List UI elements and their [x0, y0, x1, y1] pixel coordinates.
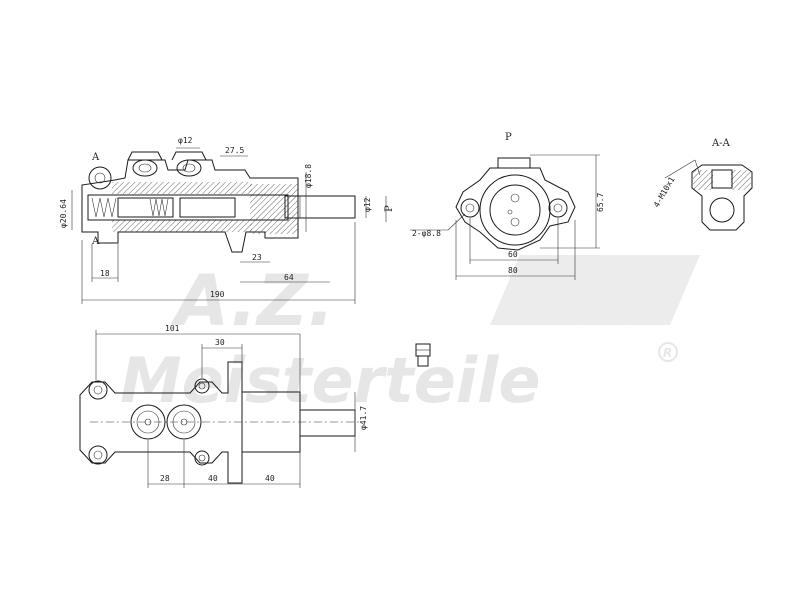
- watermark-brand-initials: A.Z.: [170, 260, 334, 342]
- dim-18: 18: [100, 269, 110, 278]
- mount-hole-right: [548, 198, 568, 218]
- dim-4-m10x1: 4-M10x1: [652, 175, 677, 209]
- dim-101: 101: [165, 324, 180, 333]
- reservoir-port-2: [171, 151, 207, 177]
- section-aa-title: A-A: [711, 138, 731, 149]
- flange-hole-bottom: [194, 450, 210, 466]
- top-view: 101 30 28 40 40 φ41.7: [79, 324, 368, 488]
- reservoir-port-1: [127, 151, 163, 177]
- dim-28: 28: [160, 474, 170, 483]
- dim-phi12-rod: φ12: [363, 197, 372, 212]
- top-view-eye-top: [88, 380, 108, 400]
- body-hatch-top: [112, 182, 252, 194]
- section-marker-a-bottom: A: [91, 236, 100, 247]
- registered-mark-letter: R: [663, 346, 672, 360]
- spring-2: [149, 198, 169, 217]
- watermark: A.Z. Meisterteile R: [120, 255, 700, 417]
- side-section-view: A A φ12 27.5 φ18.8 φ20.64 φ12 P 23 18 64…: [59, 136, 395, 304]
- registered-mark: [658, 342, 678, 362]
- spring-1: [91, 197, 117, 218]
- cap-hatch: [250, 184, 298, 234]
- dim-40-a: 40: [208, 474, 218, 483]
- view-p-title: P: [505, 132, 512, 143]
- section-marker-a-top: A: [91, 152, 100, 163]
- mount-hole-left: [460, 198, 480, 218]
- watermark-stripes-logo: [490, 255, 700, 325]
- dim-phi20-64: φ20.64: [59, 199, 68, 228]
- top-view-eye-bottom: [88, 445, 108, 465]
- flange-hole-top: [194, 378, 210, 394]
- body-hatch-bottom: [112, 220, 252, 232]
- dim-190: 190: [210, 290, 225, 299]
- view-p-arrow-label: P: [384, 205, 395, 212]
- dim-23: 23: [252, 253, 262, 262]
- dim-65-7: 65.7: [596, 193, 605, 212]
- aa-hatch-right: [731, 170, 751, 190]
- dim-phi18-8: φ18.8: [304, 164, 313, 188]
- section-a-a-view: A-A 4-M10x1: [652, 138, 753, 231]
- dim-30: 30: [215, 338, 225, 347]
- aa-hatch-left: [693, 170, 713, 190]
- dim-27-5: 27.5: [225, 146, 244, 155]
- dim-64: 64: [284, 273, 294, 282]
- dim-2-phi8-8: 2-φ8.8: [412, 229, 441, 238]
- small-fitting-part: [415, 343, 431, 367]
- watermark-brand-name: Meisterteile: [120, 344, 540, 417]
- dim-80: 80: [508, 266, 518, 275]
- dim-40-b: 40: [265, 474, 275, 483]
- dim-60: 60: [508, 250, 518, 259]
- front-view-p: P 65.7 60 80 2-φ8.8: [410, 132, 605, 280]
- dim-phi12-top: φ12: [178, 136, 193, 145]
- dim-phi41-7: φ41.7: [359, 406, 368, 430]
- mounting-eye: [88, 166, 112, 190]
